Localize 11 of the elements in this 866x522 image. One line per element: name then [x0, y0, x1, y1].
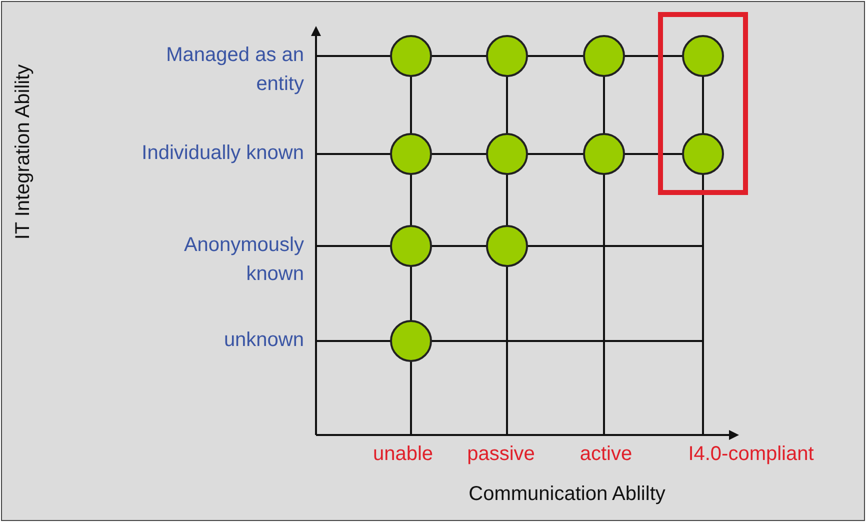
row-label: Anonymously known [182, 233, 304, 287]
column-label: passive [467, 442, 535, 467]
column-label: unable [372, 442, 434, 467]
column-label: I4.0-compliant [688, 442, 814, 467]
row-label: Individually known [140, 141, 304, 166]
axis-title: IT Integration Ability [11, 64, 35, 240]
highlight-frame [658, 12, 748, 195]
column-label: active [580, 442, 632, 467]
row-label: unknown [222, 328, 304, 353]
axis-title: Communication Ablilty [468, 482, 666, 507]
row-label: Managed as an entity [165, 43, 304, 97]
